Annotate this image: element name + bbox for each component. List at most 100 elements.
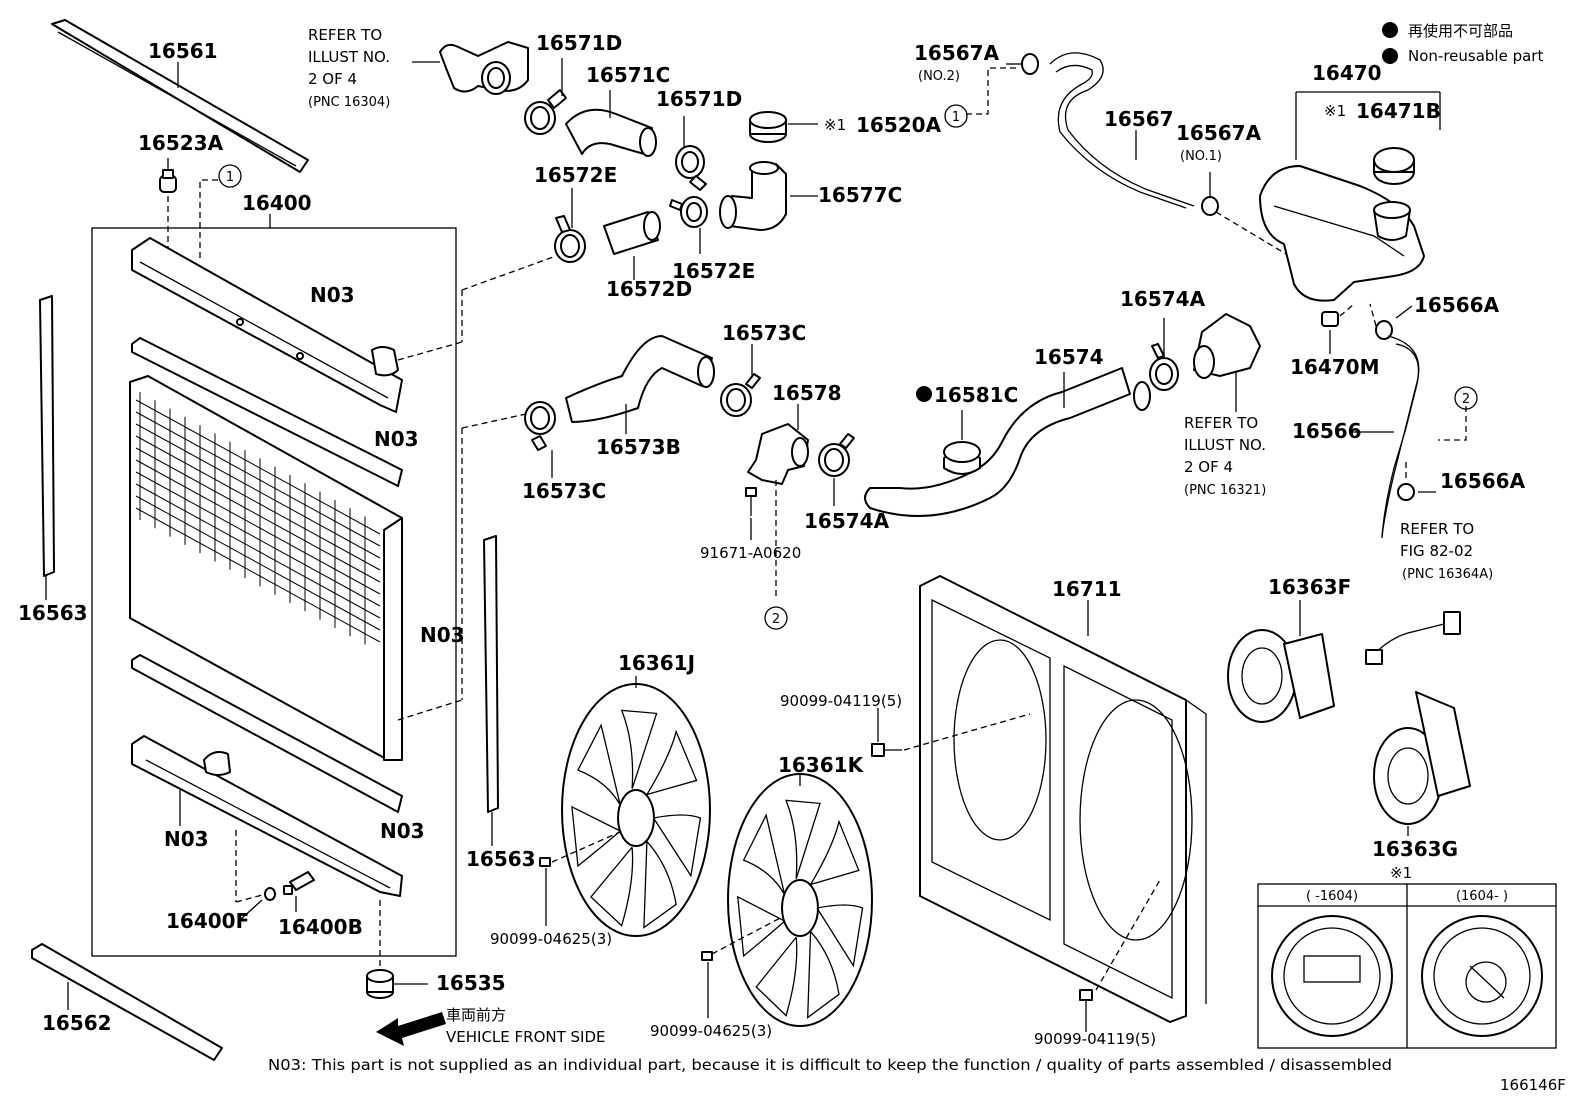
legend-jp: 再使用不可部品 bbox=[1408, 22, 1513, 40]
svg-text:2 OF 4: 2 OF 4 bbox=[308, 70, 357, 88]
label-90099-04625-b: 90099-04625(3) bbox=[650, 1022, 772, 1040]
hose-16566-part bbox=[1381, 335, 1420, 539]
refer-to-16304-note: REFER TO ILLUST NO. 2 OF 4 (PNC 16304) bbox=[308, 26, 390, 110]
label-n03-c: N03 bbox=[420, 623, 465, 647]
radiator-cap-part bbox=[749, 111, 787, 143]
label-16572E-b: 16572E bbox=[672, 259, 755, 283]
label-16572E-a: 16572E bbox=[534, 163, 617, 187]
o-ring-part bbox=[264, 887, 276, 901]
front-side-en: VEHICLE FRONT SIDE bbox=[446, 1028, 606, 1046]
union-16578-part bbox=[747, 423, 809, 485]
legend-en: Non-reusable part bbox=[1408, 47, 1543, 65]
radiator-lower-tank-part bbox=[131, 735, 403, 897]
fan-motor-16363F-part bbox=[1227, 629, 1335, 723]
clamp-16572E-a-part bbox=[554, 215, 586, 263]
label-n03-a: N03 bbox=[310, 283, 355, 307]
side-seal-right-part bbox=[483, 535, 499, 813]
ref-circle-1-b-icon: 1 bbox=[944, 104, 968, 128]
label-16520A: 16520A bbox=[856, 113, 942, 137]
label-16567A-b: 16567A bbox=[1176, 121, 1262, 145]
clamp-16571D-b-part bbox=[675, 145, 707, 191]
label-16571C: 16571C bbox=[586, 63, 670, 87]
label-16567A-b-sub: (NO.1) bbox=[1180, 149, 1222, 164]
svg-text:REFER TO: REFER TO bbox=[1184, 414, 1258, 432]
inset-left-header: ( -1604) bbox=[1306, 889, 1358, 904]
label-16571D-a: 16571D bbox=[536, 31, 622, 55]
bolt-90099-04119-a-part bbox=[871, 743, 902, 757]
radiator-core-part bbox=[129, 375, 403, 761]
hose-16572D-part bbox=[603, 211, 661, 255]
svg-text:REFER TO: REFER TO bbox=[1400, 520, 1474, 538]
clip-16567A-b-part bbox=[1201, 196, 1219, 216]
svg-text:(PNC 16364A): (PNC 16364A) bbox=[1402, 567, 1493, 582]
hose-16571C-part bbox=[565, 108, 657, 157]
grommet-16470M-part bbox=[1321, 311, 1339, 327]
svg-text:REFER TO: REFER TO bbox=[308, 26, 382, 44]
svg-text:(PNC 16321): (PNC 16321) bbox=[1184, 483, 1266, 498]
mark-16520A: ※1 bbox=[824, 116, 846, 134]
label-16567A-a: 16567A bbox=[914, 41, 1000, 65]
grommet-16523A-part bbox=[159, 169, 177, 193]
svg-text:2: 2 bbox=[772, 612, 780, 627]
label-16561: 16561 bbox=[148, 39, 218, 63]
radiator-upper-tank-part bbox=[131, 237, 403, 413]
svg-text:2: 2 bbox=[1462, 392, 1470, 407]
fan-16361J-part bbox=[561, 683, 711, 937]
front-side-jp: 車両前方 bbox=[446, 1006, 506, 1024]
reservoir-cap-16471B-part bbox=[1373, 147, 1415, 185]
label-16471B: 16471B bbox=[1356, 99, 1441, 123]
fan-shroud-16711-part bbox=[919, 575, 1207, 1023]
filler-neck-16577C-part bbox=[719, 161, 787, 231]
label-16574A-a: 16574A bbox=[804, 509, 890, 533]
label-16573C-b: 16573C bbox=[722, 321, 806, 345]
label-16563-left: 16563 bbox=[18, 601, 88, 625]
label-16574: 16574 bbox=[1034, 345, 1104, 369]
clamp-16574A-a-part bbox=[818, 433, 855, 477]
radiator-support-lower-part bbox=[31, 943, 223, 1061]
non-reusable-bullet-icon bbox=[916, 386, 932, 402]
label-16567A-a-sub: (NO.2) bbox=[918, 69, 960, 84]
clamp-16572E-b-part bbox=[669, 196, 708, 228]
label-16572D: 16572D bbox=[606, 277, 692, 301]
svg-text:ILLUST NO.: ILLUST NO. bbox=[308, 48, 390, 66]
ref-circle-2-a-icon: 2 bbox=[764, 606, 788, 630]
label-16571D-b: 16571D bbox=[656, 87, 742, 111]
vehicle-front-arrow-icon bbox=[376, 1012, 446, 1046]
label-16400B: 16400B bbox=[278, 915, 363, 939]
label-16400F: 16400F bbox=[166, 909, 249, 933]
side-seal-left-part bbox=[39, 295, 55, 577]
clamp-16574A-b-part bbox=[1149, 343, 1179, 391]
label-90099-04119-b: 90099-04119(5) bbox=[1034, 1030, 1156, 1048]
label-16573B: 16573B bbox=[596, 435, 681, 459]
label-16400: 16400 bbox=[242, 191, 312, 215]
label-16523A: 16523A bbox=[138, 131, 224, 155]
label-16562: 16562 bbox=[42, 1011, 112, 1035]
legend-bullet-en-icon bbox=[1382, 48, 1398, 64]
hose-16573B-part bbox=[565, 335, 715, 423]
fan-16361K-part bbox=[727, 773, 873, 1027]
ref-circle-1-a-icon: 1 bbox=[218, 164, 242, 188]
label-16563-mid: 16563 bbox=[466, 847, 536, 871]
bolt-90099-04119-b-part bbox=[1079, 989, 1093, 1020]
seal-lower-part bbox=[131, 654, 403, 813]
label-90099-04625-a: 90099-04625(3) bbox=[490, 930, 612, 948]
label-91671-A0620: 91671-A0620 bbox=[700, 544, 801, 562]
screw-90099-04625-b-part bbox=[701, 951, 713, 961]
figure-id: 166146F bbox=[1500, 1076, 1566, 1094]
label-16470: 16470 bbox=[1312, 61, 1382, 85]
hose-16567A-clip-part bbox=[1021, 53, 1039, 75]
cushion-16535-part bbox=[366, 969, 394, 999]
inset-right-header: (1604- ) bbox=[1456, 889, 1508, 904]
legend-bullet-jp-icon bbox=[1382, 22, 1398, 38]
clip-16566A-a-part bbox=[1375, 320, 1393, 340]
refer-to-fig-82-02-note: REFER TO FIG 82-02 (PNC 16364A) bbox=[1400, 520, 1493, 582]
label-16361J: 16361J bbox=[618, 651, 695, 675]
clamp-16571D-a-part bbox=[524, 89, 567, 135]
cap-variant-inset bbox=[1257, 883, 1557, 1049]
label-n03-b: N03 bbox=[374, 427, 419, 451]
screw-90099-04625-a-part bbox=[539, 857, 551, 867]
hose-16567-part bbox=[1049, 52, 1195, 209]
refer-to-16321-note: REFER TO ILLUST NO. 2 OF 4 (PNC 16321) bbox=[1184, 414, 1266, 498]
label-16361K: 16361K bbox=[778, 753, 865, 777]
